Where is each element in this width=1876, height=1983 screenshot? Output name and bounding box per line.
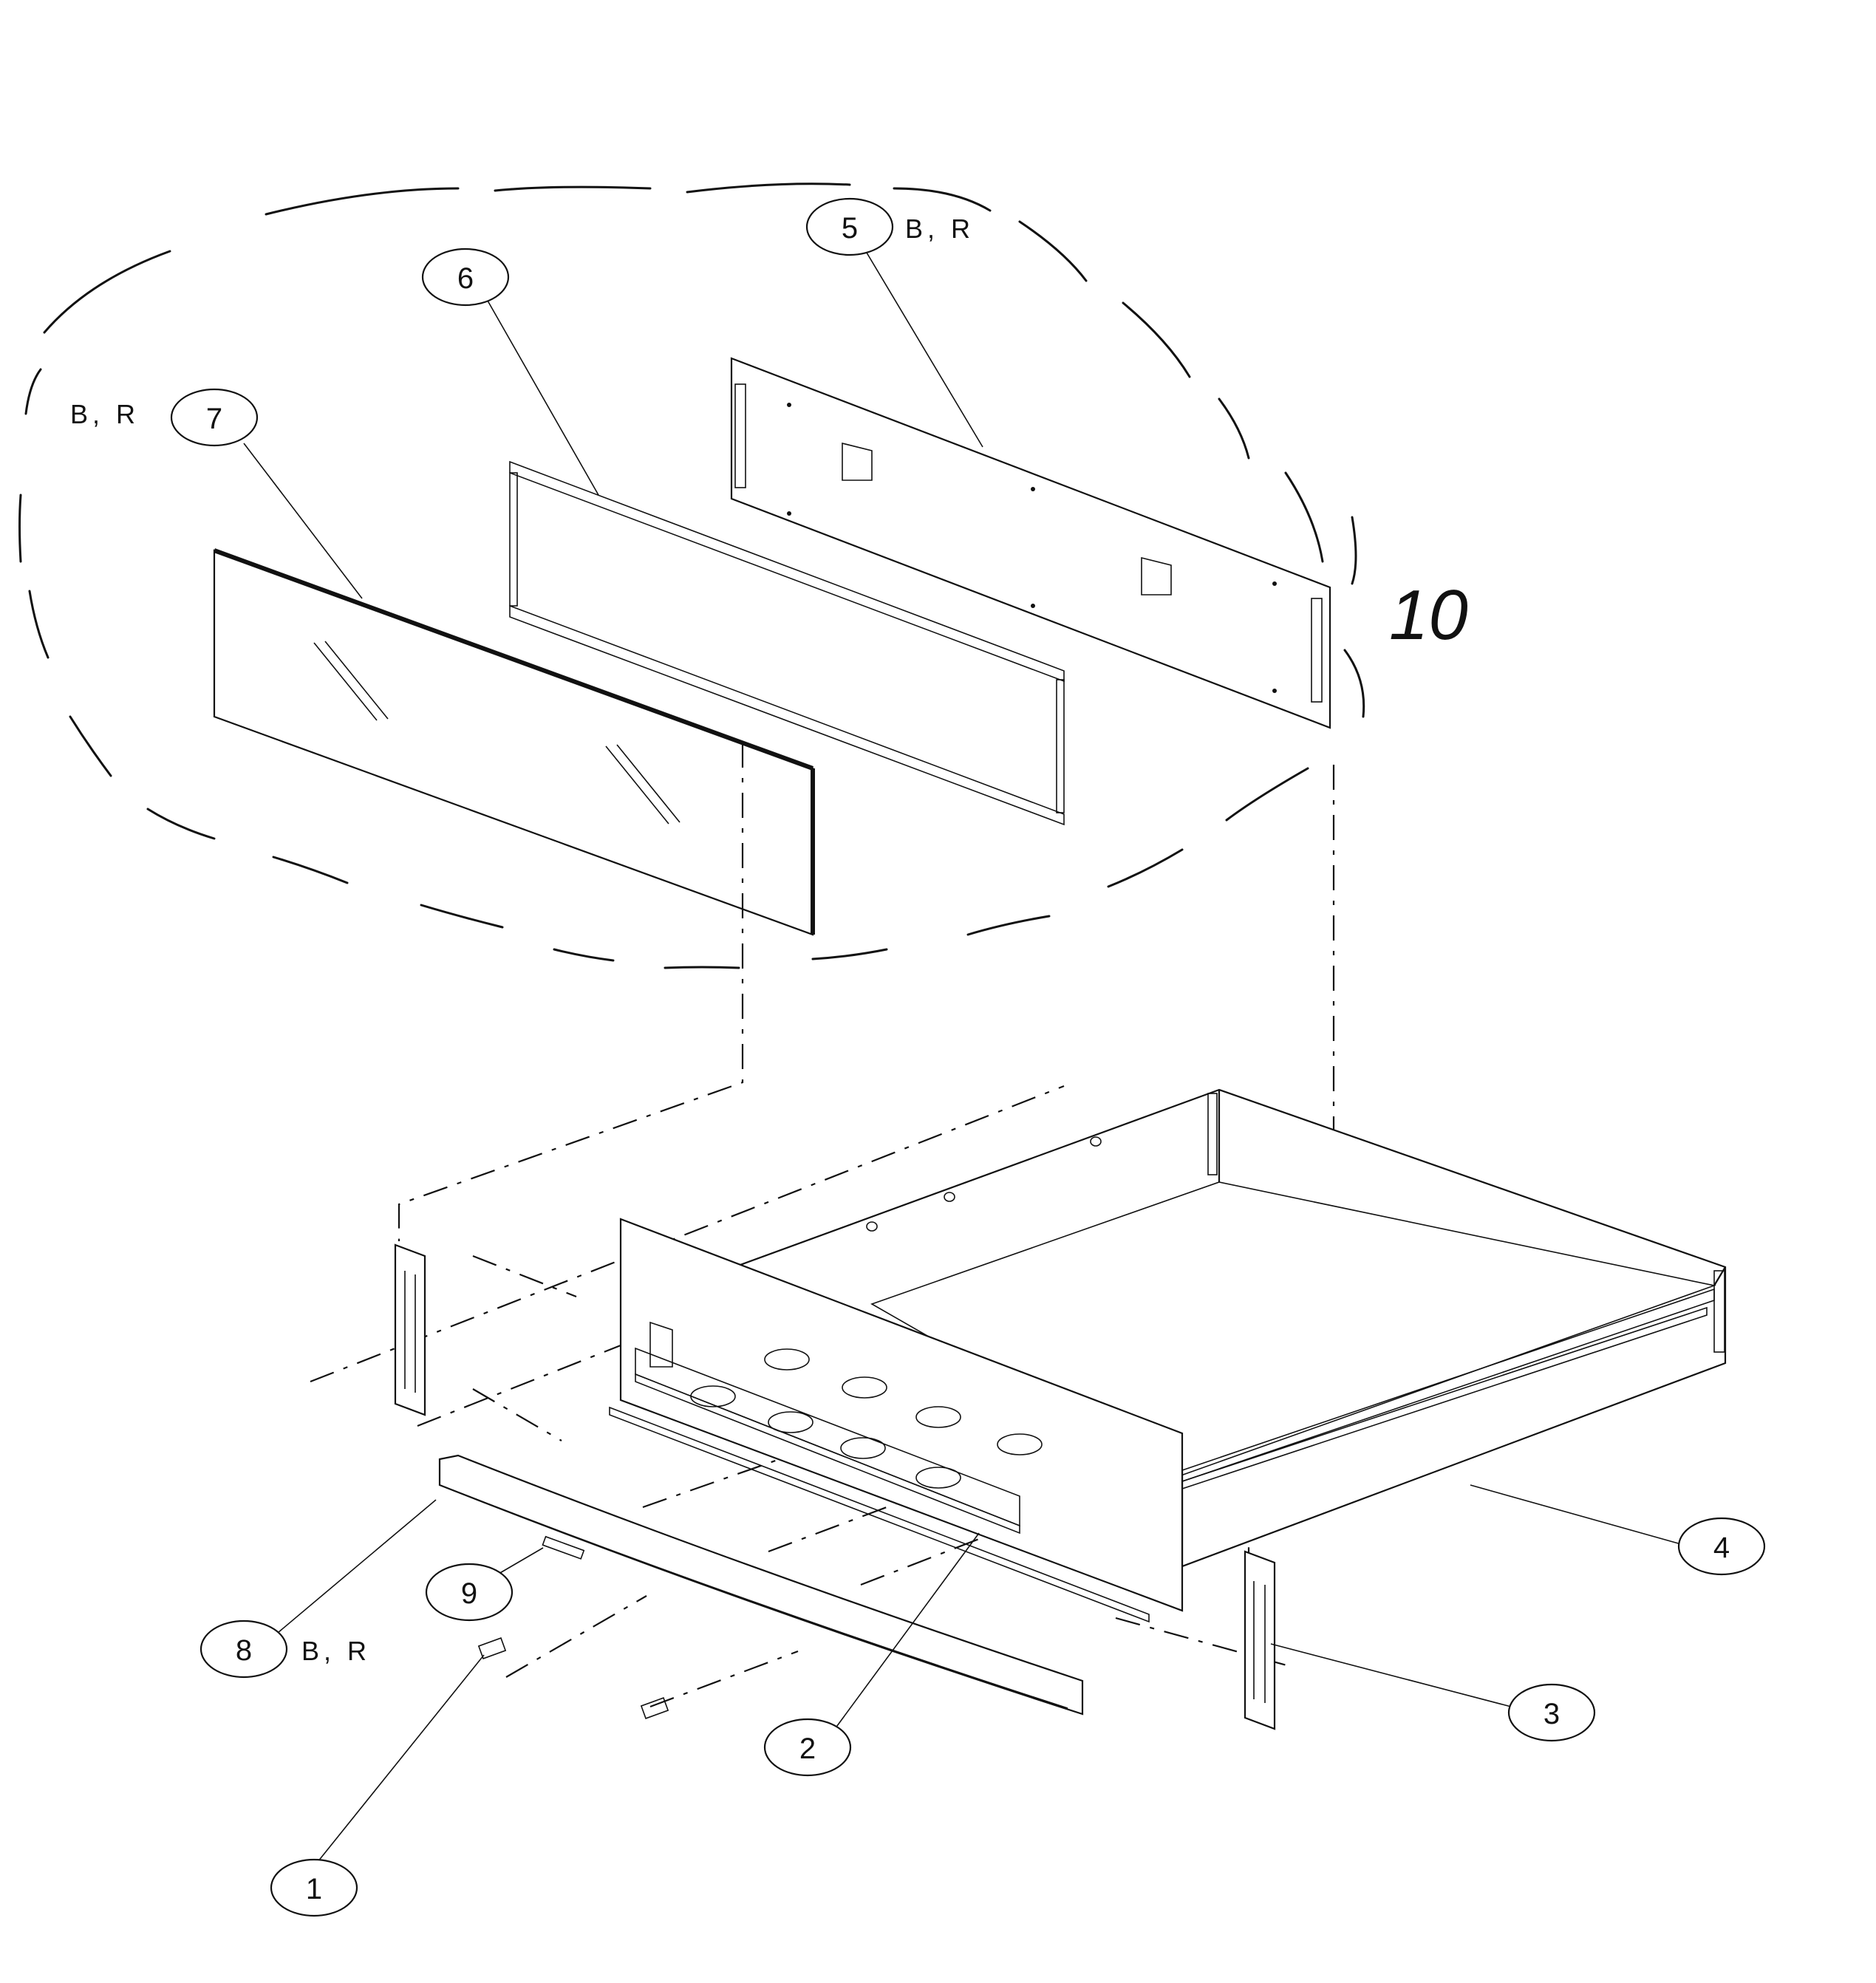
callout-3-number: 3 xyxy=(1544,1698,1560,1730)
part-5-rear-panel xyxy=(730,357,1331,729)
callout-9-number: 9 xyxy=(461,1577,477,1610)
callout-7-number: 7 xyxy=(206,403,222,435)
callout-8-number: 8 xyxy=(236,1634,252,1667)
assembly-10-boundary xyxy=(18,182,1365,969)
callout-4: 4 xyxy=(1677,1517,1766,1576)
part-1-screws xyxy=(477,1637,669,1719)
callout-8: 8 B, R xyxy=(199,1619,371,1679)
callout-4-number: 4 xyxy=(1713,1532,1730,1564)
callout-8-suffix: B, R xyxy=(301,1636,371,1666)
part-8-handle xyxy=(438,1454,1084,1716)
callout-1: 1 xyxy=(270,1858,358,1917)
callout-5-suffix: B, R xyxy=(905,214,975,244)
part-6-spacer-frame xyxy=(509,460,1065,826)
callout-9: 9 xyxy=(425,1563,514,1622)
callout-2: 2 xyxy=(763,1718,852,1777)
callout-7-prefix: B, R xyxy=(70,399,140,429)
callout-5: 5 B, R xyxy=(805,197,975,256)
assembly-number-label: 10 xyxy=(1389,576,1468,655)
part-2-front-panel xyxy=(609,1218,1184,1623)
callout-1-number: 1 xyxy=(306,1873,322,1905)
callout-3: 3 xyxy=(1507,1683,1596,1742)
leader-lines xyxy=(243,248,1682,1863)
part-3-slide-brackets xyxy=(394,1243,1276,1730)
callout-6-number: 6 xyxy=(457,262,474,295)
callout-6: 6 xyxy=(421,248,510,307)
callout-7: 7 B, R xyxy=(70,388,259,447)
part-9-clip xyxy=(542,1535,585,1560)
callout-2-number: 2 xyxy=(799,1733,816,1765)
callout-5-number: 5 xyxy=(842,212,858,245)
part-7-front-glass xyxy=(213,548,815,936)
